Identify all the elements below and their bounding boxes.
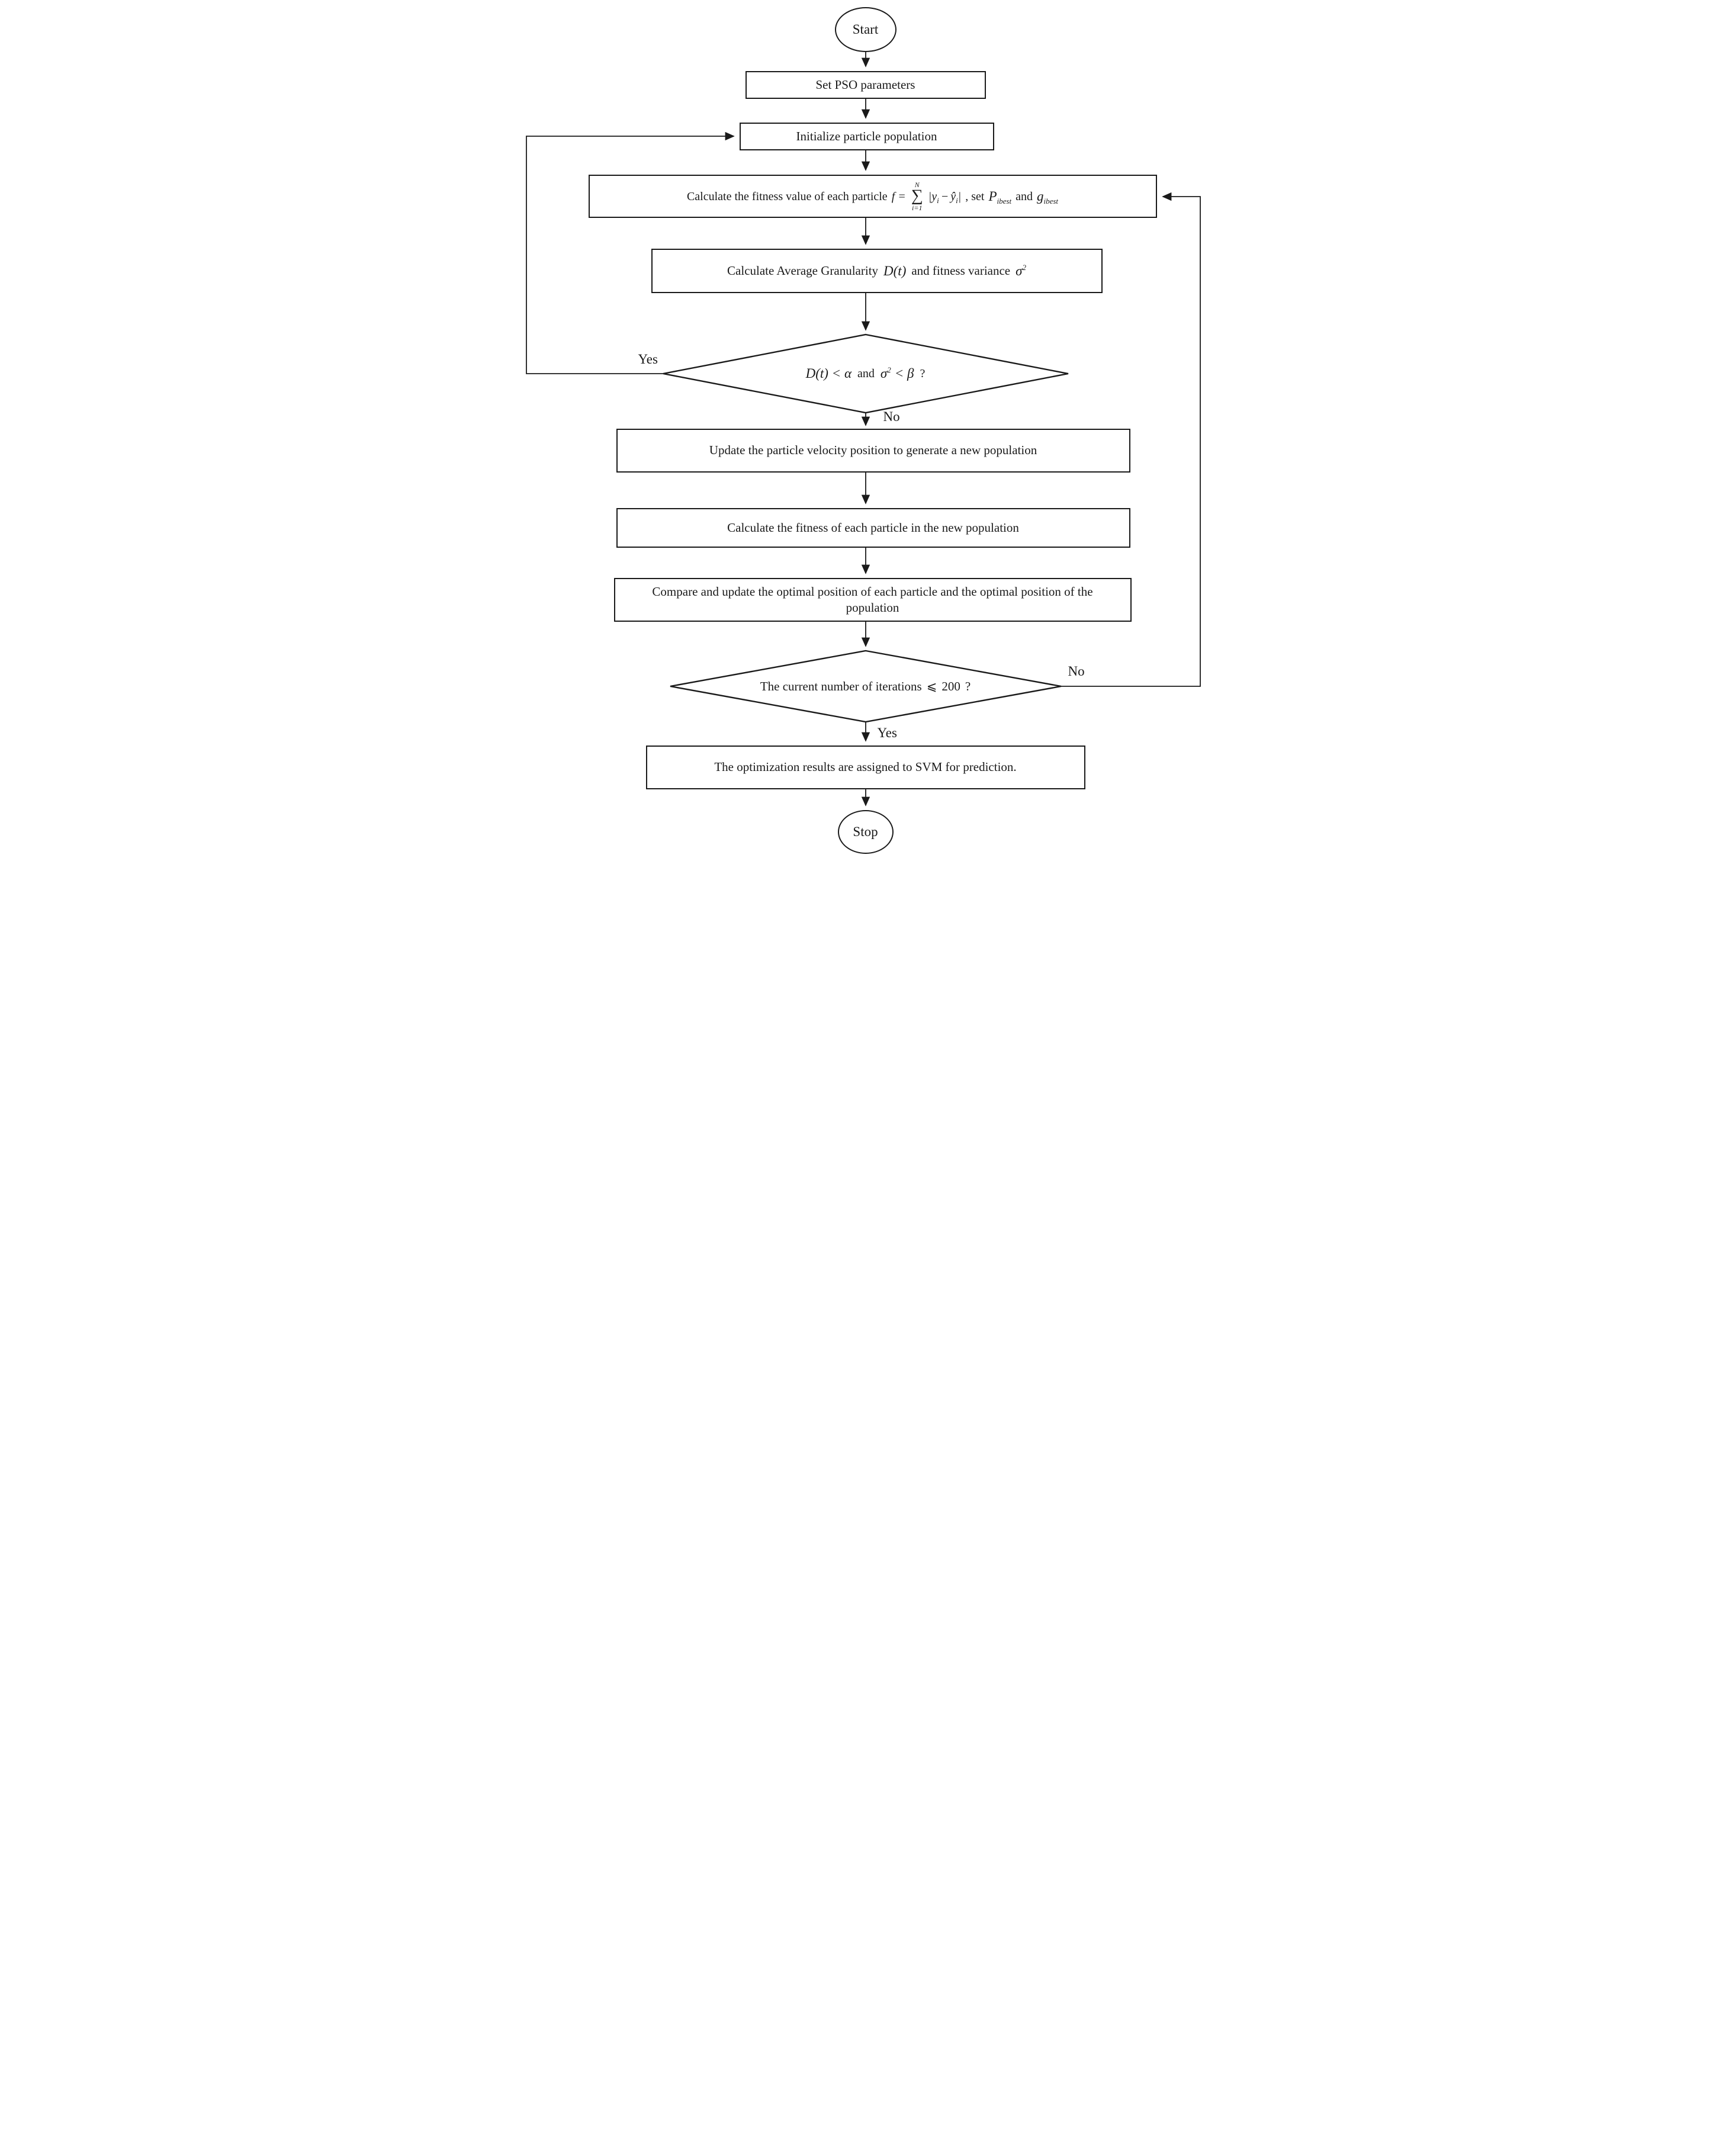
decision1-sigma-condition: σ2< β xyxy=(880,365,914,381)
sigma-squared-term: σ2 xyxy=(1016,262,1026,278)
calculate-fitness-node: Calculate the fitness value of each part… xyxy=(588,175,1157,218)
initialize-population-node: Initialize particle population xyxy=(739,123,994,150)
decision1-and: and xyxy=(857,367,875,380)
connector-layer xyxy=(525,52,1201,807)
granularity-text-2: and fitness variance xyxy=(911,263,1011,278)
sum-lower-bound: i=1 xyxy=(912,203,923,212)
edge-decision2-no-loop xyxy=(1061,192,1201,687)
compare-update-node: Compare and update the optimal position … xyxy=(613,578,1132,622)
formula-abs-term: |yi−ŷi| xyxy=(928,189,962,205)
calculate-new-fitness-label: Calculate the fitness of each particle i… xyxy=(727,520,1019,535)
stop-label: Stop xyxy=(853,824,878,840)
decision1-question-mark: ? xyxy=(920,367,926,380)
compare-update-label: Compare and update the optimal position … xyxy=(652,584,1093,615)
decision2-no-label: No xyxy=(1068,664,1085,679)
granularity-dt-term: D(t) xyxy=(883,263,907,278)
decision2-yes-label: Yes xyxy=(877,725,897,740)
svm-prediction-label: The optimization results are assigned to… xyxy=(714,760,1017,775)
formula-lhs: f = xyxy=(891,189,906,203)
pibest-term: Pibest xyxy=(988,188,1012,205)
update-velocity-label: Update the particle velocity position to… xyxy=(709,443,1037,458)
calculate-granularity-node: Calculate Average Granularity D(t) and f… xyxy=(651,249,1103,293)
sum-upper-bound: N xyxy=(914,181,920,189)
flowchart-canvas: Start Set PSO parameters Initialize part… xyxy=(519,0,1213,862)
sigma-icon: ∑ xyxy=(911,187,923,205)
start-label: Start xyxy=(852,22,879,37)
decision2-text: The current number of iterations ⩽ 200 ? xyxy=(700,663,1032,710)
decision1-no-label: No xyxy=(883,409,900,424)
start-node: Start xyxy=(834,7,896,52)
calculate-fitness-content: Calculate the fitness value of each part… xyxy=(687,181,1058,211)
decision2-iterations-text: The current number of iterations xyxy=(760,679,922,693)
set-pso-parameters-node: Set PSO parameters xyxy=(745,71,986,99)
decision1-yes-label: Yes xyxy=(638,352,658,367)
decision2-leq-operator: ⩽ xyxy=(926,679,937,693)
initialize-population-label: Initialize particle population xyxy=(796,128,937,143)
summation-symbol: N ∑ i=1 xyxy=(911,181,923,211)
decision2-question-mark: ? xyxy=(965,679,971,693)
svm-prediction-node: The optimization results are assigned to… xyxy=(645,746,1085,789)
decision2-diamond xyxy=(670,650,1061,723)
decision1-dt-condition: D(t) < α xyxy=(805,366,852,381)
decision1-diamond xyxy=(663,333,1068,414)
calculate-fitness-text: Calculate the fitness value of each part… xyxy=(686,189,888,203)
gibest-term: gibest xyxy=(1036,188,1059,205)
formula-and-text: and xyxy=(1016,189,1033,203)
stop-node: Stop xyxy=(837,810,894,854)
decision1-text: D(t) < α and σ2< β ? xyxy=(699,349,1033,399)
calculate-new-fitness-node: Calculate the fitness of each particle i… xyxy=(616,508,1130,548)
update-velocity-node: Update the particle velocity position to… xyxy=(616,429,1130,473)
edge-decision1-yes-loop xyxy=(525,131,735,374)
set-pso-parameters-label: Set PSO parameters xyxy=(815,77,915,92)
granularity-text-1: Calculate Average Granularity xyxy=(727,263,879,278)
decision2-iteration-limit: 200 xyxy=(941,679,960,693)
formula-set-text: , set xyxy=(965,189,985,203)
